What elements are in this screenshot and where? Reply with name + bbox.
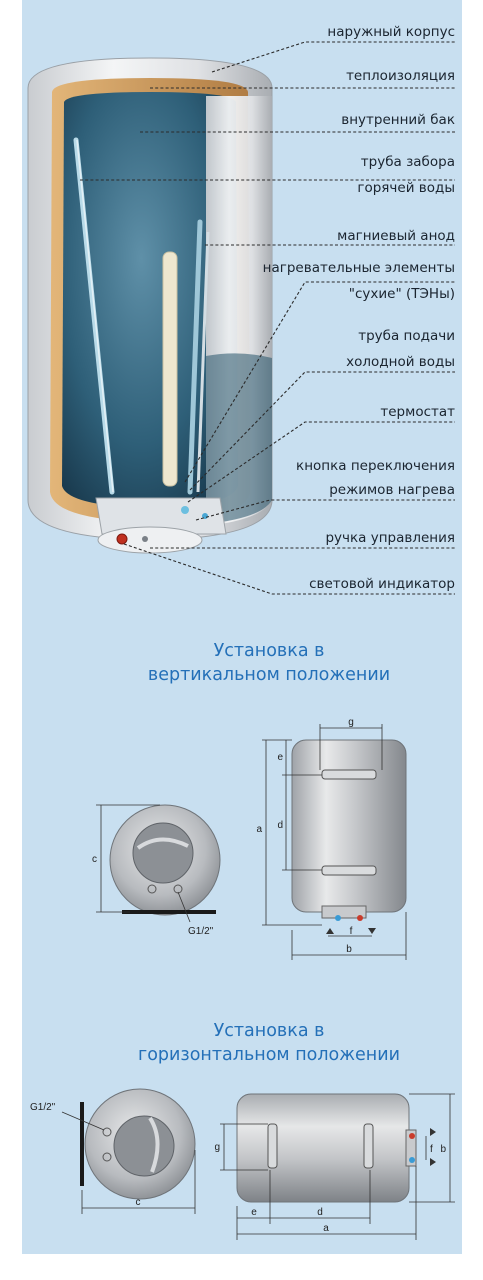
dim-b-horizontal: b xyxy=(440,1144,446,1155)
label-mode-button-line2: режимов нагрева xyxy=(329,482,455,498)
label-heating-elements-line2: "сухие" (ТЭНы) xyxy=(349,286,455,302)
horizontal-front-view: g f b e d a xyxy=(214,1093,455,1240)
dim-d-horizontal: d xyxy=(317,1207,323,1218)
label-light-indicator: световой индикатор xyxy=(309,576,455,592)
dim-g-horizontal: g xyxy=(214,1142,220,1153)
vertical-front-view: g a e d f b xyxy=(256,717,407,960)
label-control-knob: ручка управления xyxy=(325,530,455,546)
label-hot-water-pipe-line2: горячей воды xyxy=(357,180,455,196)
label-thermostat: термостат xyxy=(380,404,455,420)
label-cold-water-pipe-line2: холодной воды xyxy=(346,354,455,370)
horizontal-side-view: G1/2" c xyxy=(30,1088,196,1214)
horizontal-heading-line1: Установка в xyxy=(214,1021,325,1041)
dim-thread-horizontal: G1/2" xyxy=(30,1102,56,1113)
dim-d-vertical: d xyxy=(277,820,283,831)
vertical-side-view: c G1/2" xyxy=(92,804,221,937)
label-cold-water-pipe-line1: труба подачи xyxy=(358,328,455,344)
dim-b-vertical: b xyxy=(346,944,352,955)
horizontal-heading-line2: горизонтальном положении xyxy=(138,1045,400,1065)
dim-c-horizontal: c xyxy=(136,1197,141,1208)
vertical-heading-line2: вертикальном положении xyxy=(148,665,390,685)
dim-c-vertical: c xyxy=(92,854,97,865)
leader-lines xyxy=(80,41,455,595)
dim-a-horizontal: a xyxy=(323,1223,329,1234)
label-heating-elements-line1: нагревательные элементы xyxy=(263,260,455,276)
label-hot-water-pipe-line1: труба забора xyxy=(361,154,455,170)
label-inner-tank: внутренний бак xyxy=(341,112,455,128)
label-magnesium-anode: магниевый анод xyxy=(337,228,455,244)
dim-f-vertical: f xyxy=(350,926,353,937)
dim-thread-vertical: G1/2" xyxy=(188,926,214,937)
vertical-heading-line1: Установка в xyxy=(214,641,325,661)
component-labels: наружный корпус теплоизоляция внутренний… xyxy=(263,24,455,592)
dim-e-horizontal: e xyxy=(251,1207,257,1218)
dim-e-vertical: e xyxy=(277,752,283,763)
dim-f-horizontal: f xyxy=(430,1144,433,1155)
label-outer-casing: наружный корпус xyxy=(327,24,455,40)
dim-a-vertical: a xyxy=(256,824,262,835)
dim-g-vertical: g xyxy=(348,717,354,728)
label-mode-button-line1: кнопка переключения xyxy=(296,458,455,474)
label-insulation: теплоизоляция xyxy=(346,68,455,84)
